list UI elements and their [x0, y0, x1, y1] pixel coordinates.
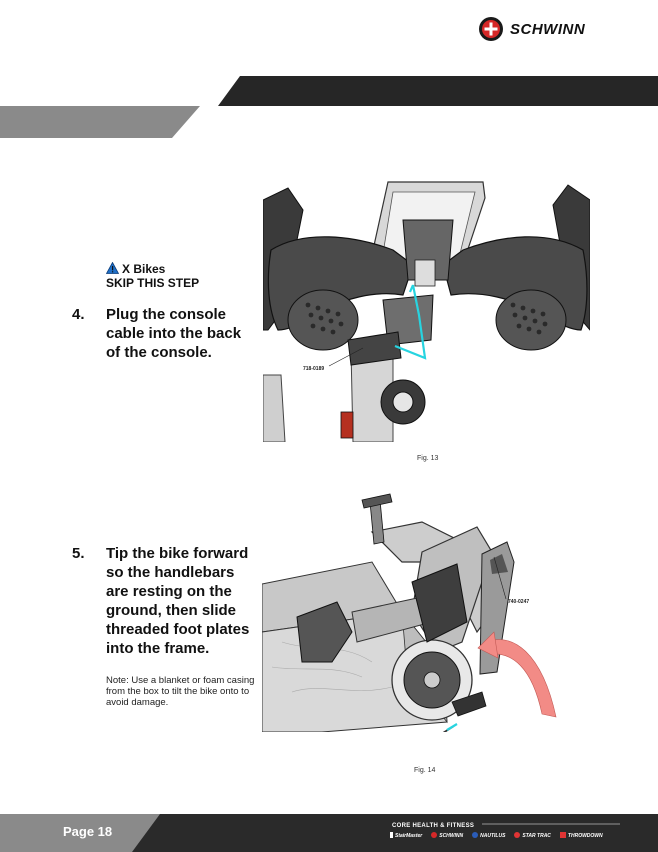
- schwinn-mark-icon: [431, 832, 438, 838]
- step-number: 4.: [72, 306, 85, 323]
- stairmaster-icon: [390, 832, 393, 838]
- warning-note: X Bikes SKIP THIS STEP: [106, 262, 199, 290]
- brand-schwinn: SCHWINN: [431, 832, 463, 839]
- warning-triangle-icon: [106, 262, 119, 274]
- warning-action: SKIP THIS STEP: [106, 276, 200, 290]
- figure-14-tip-bike-illustration: 740-0247: [262, 492, 588, 732]
- brand-wordmark: SCHWINN: [510, 20, 586, 38]
- step-text: Plug the console cable into the back of …: [106, 306, 242, 361]
- warning-title: X Bikes: [122, 262, 166, 276]
- startrac-icon: [514, 832, 521, 838]
- brand-throwdown: THROWDOWN: [559, 832, 603, 839]
- step-text: Tip the bike forward so the handlebars a…: [106, 545, 250, 657]
- step-5-note: Note: Use a blanket or foam casing from …: [106, 675, 255, 708]
- part-label-740-0247: 740-0247: [508, 599, 529, 605]
- figure-13-caption: Fig. 13: [417, 455, 439, 462]
- brand-startrac: STAR TRAC: [514, 832, 551, 839]
- figure-14-caption: Fig. 14: [414, 767, 436, 774]
- brand-nautilus: NAUTILUS: [472, 832, 505, 839]
- nautilus-icon: [472, 832, 479, 838]
- footer-band: [0, 814, 658, 852]
- brand-stairmaster: StairMaster: [390, 832, 422, 839]
- page-number: Page 18: [63, 824, 113, 839]
- schwinn-logo: SCHWINN: [478, 16, 585, 42]
- step-number: 5.: [72, 545, 85, 562]
- figure-13-console-illustration: 718-0189: [263, 180, 590, 442]
- schwinn-seal-icon: [479, 17, 503, 41]
- throwdown-icon: [559, 832, 566, 838]
- footer-brands: StairMaster SCHWINN NAUTILUS STAR TRAC T…: [390, 832, 603, 839]
- part-label-718-0189: 718-0189: [303, 366, 324, 372]
- footer-company: CORE HEALTH & FITNESS: [392, 823, 475, 829]
- header-bands: [0, 76, 658, 138]
